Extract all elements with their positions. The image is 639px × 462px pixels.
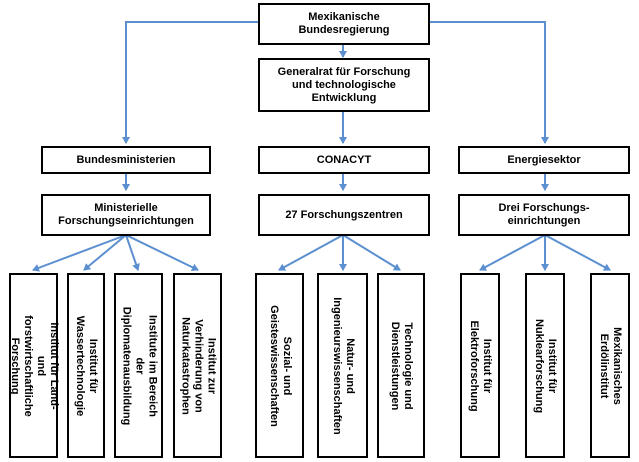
leaf-label: Institut für Nuklearforschung — [533, 318, 558, 413]
leaf-technologie-dienstleistungen: Technologie und Dienstleistungen — [377, 273, 425, 458]
leaf-land-forstwirtschaft: Institut für Land- und forstwirtschaftli… — [8, 273, 60, 458]
leaf-wassertechnologie: Institut für Wassertechnologie — [67, 273, 105, 458]
leaf-label: Institut für Land- und forstwirtschaftli… — [8, 314, 60, 417]
connector-leaf-1 — [32, 234, 127, 272]
node-label: Generalrat für Forschung und technologis… — [277, 65, 411, 104]
leaf-nuklearforschung: Institut für Nuklearforschung — [525, 273, 565, 458]
leaf-label: Sozial- und Geisteswissenschaften — [267, 304, 293, 427]
connector-leaf-2 — [83, 234, 127, 271]
leaf-label: Institut für Wassertechnologie — [74, 315, 99, 416]
node-conacyt: CONACYT — [258, 146, 430, 174]
node-label: Ministerielle Forschungseinrichtungen — [58, 202, 194, 227]
leaf-label: Institute im Bereich der Diplomatenausbi… — [120, 306, 158, 425]
connector-leaf-5 — [278, 234, 344, 271]
node-drei-forschungseinrichtungen: Drei Forschungs- einrichtungen — [458, 194, 630, 236]
connector-top-to-bundesministerien — [122, 21, 260, 144]
connector-leaf-3 — [125, 234, 140, 271]
connector-leaf-4 — [125, 234, 199, 271]
leaf-label: Institut für Elektroforschung — [468, 319, 493, 412]
leaf-elektroforschung: Institut für Elektroforschung — [460, 273, 500, 458]
leaf-erdoelinstitut: Mexikanisches Erdölinstitut — [590, 273, 630, 458]
leaf-diplomatenausbildung: Institute im Bereich der Diplomatenausbi… — [114, 273, 163, 458]
leaf-sozial-geisteswissenschaften: Sozial- und Geisteswissenschaften — [255, 273, 304, 458]
node-energiesektor: Energiesektor — [458, 146, 630, 174]
node-label: Mexikanische Bundesregierung — [298, 11, 390, 36]
leaf-label: Technologie und Dienstleistungen — [389, 321, 414, 410]
node-generalrat: Generalrat für Forschung und technologis… — [258, 58, 430, 112]
node-label: 27 Forschungszentren — [285, 208, 403, 221]
leaf-natur-ingenieurswissenschaften: Natur- und Ingenieurswissenschaften — [317, 273, 368, 458]
leaf-label: Mexikanisches Erdölinstitut — [598, 326, 623, 405]
leaf-naturkatastrophen: Institut zur Verhinderung von Naturkatas… — [173, 273, 222, 458]
node-27-forschungszentren: 27 Forschungszentren — [258, 194, 430, 236]
leaf-label: Institut zur Verhinderung von Naturkatas… — [179, 316, 217, 415]
node-label: Energiesektor — [507, 153, 581, 166]
connector-leaf-10 — [544, 234, 611, 271]
node-mexikanische-bundesregierung: Mexikanische Bundesregierung — [258, 3, 430, 45]
connector-leaf-7 — [342, 234, 401, 271]
leaf-label: Natur- und Ingenieurswissenschaften — [330, 296, 356, 435]
node-label: CONACYT — [316, 153, 372, 166]
connector-leaf-8 — [479, 234, 546, 271]
node-label: Bundesministerien — [76, 153, 176, 166]
node-bundesministerien: Bundesministerien — [41, 146, 211, 174]
node-label: Drei Forschungs- einrichtungen — [498, 202, 590, 227]
connector-top-to-energiesektor — [428, 21, 549, 144]
node-ministerielle-forschungseinrichtungen: Ministerielle Forschungseinrichtungen — [41, 194, 211, 236]
